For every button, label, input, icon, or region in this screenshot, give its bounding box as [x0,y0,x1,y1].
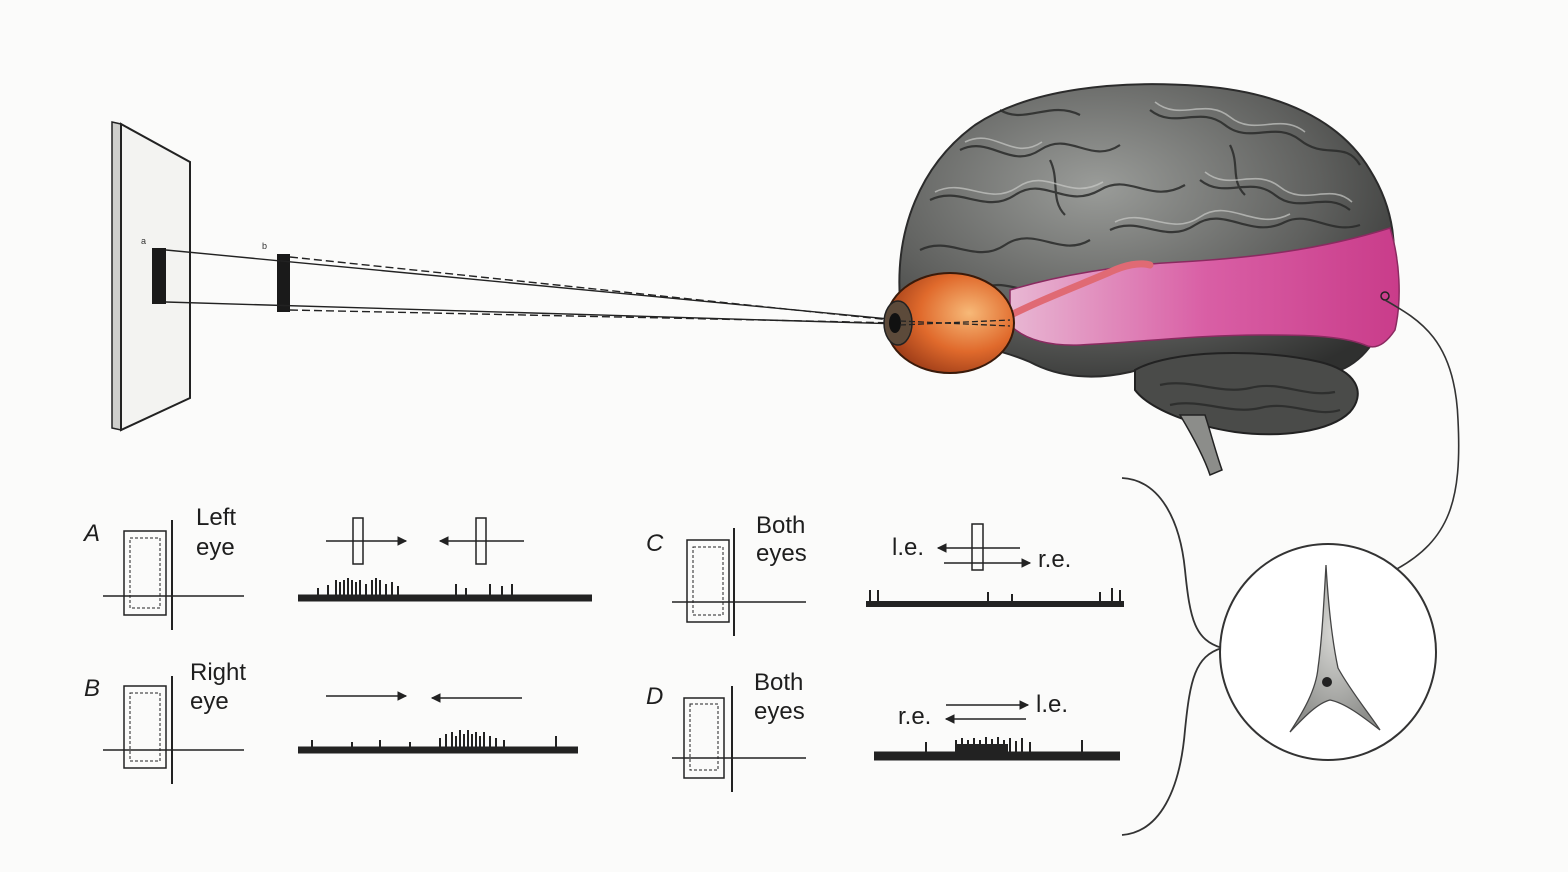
panel-b-label-line2: eye [190,688,229,715]
panel-d: D Both eyes r.e. l.e. [646,669,1120,792]
panel-a: A Left eye [82,504,592,630]
panel-a-letter: A [82,520,100,547]
neuron-connector-line [1384,299,1460,571]
stimulus-bar-b: b [262,241,290,312]
panel-d-eye-left: r.e. [898,703,931,730]
panel-b-label-line1: Right [190,659,246,686]
panel-a-stimulus [326,517,524,565]
panel-d-label-line1: Both [754,669,803,696]
panel-c: C Both eyes l.e. r.e. [646,512,1124,636]
eye-illustration [883,272,1015,374]
panel-c-label-line1: Both [756,512,805,539]
panel-c-letter: C [646,530,664,557]
panel-d-letter: D [646,683,663,710]
panel-c-eye-left: l.e. [892,534,924,561]
panel-c-receptive-field [672,528,806,636]
panel-a-receptive-field [103,520,244,630]
panel-d-label-line2: eyes [754,698,805,725]
panel-b: B Right eye [84,659,578,784]
brain-illustration [898,83,1400,477]
stimulus-label-a: a [141,236,146,246]
panel-b-stimulus [326,691,522,703]
panel-d-stimulus [944,700,1030,724]
panel-c-label-line2: eyes [756,540,807,567]
stimulus-bar-a: a [141,236,166,304]
panel-d-spike-train [874,737,1120,761]
panels-bracket [1121,477,1226,836]
panel-b-letter: B [84,675,100,702]
panel-a-spike-train [298,578,592,602]
stimulus-label-b: b [262,241,267,251]
pyramidal-neuron [1289,564,1381,733]
optic-pathway [1001,260,1154,322]
panel-b-spike-train [298,730,578,754]
panel-c-stimulus [936,523,1032,571]
panel-b-receptive-field [103,676,244,784]
panel-d-receptive-field [672,686,806,792]
projection-screen [111,121,191,432]
panel-d-eye-right: l.e. [1036,691,1068,718]
neuron-inset [1219,543,1437,761]
panel-c-eye-right: r.e. [1038,546,1071,573]
panel-c-spike-train [866,588,1124,607]
panel-a-label-line2: eye [196,534,235,561]
projection-lines [165,249,901,325]
panel-a-label-line1: Left [196,504,236,531]
visual-cortex-band [1009,227,1400,348]
